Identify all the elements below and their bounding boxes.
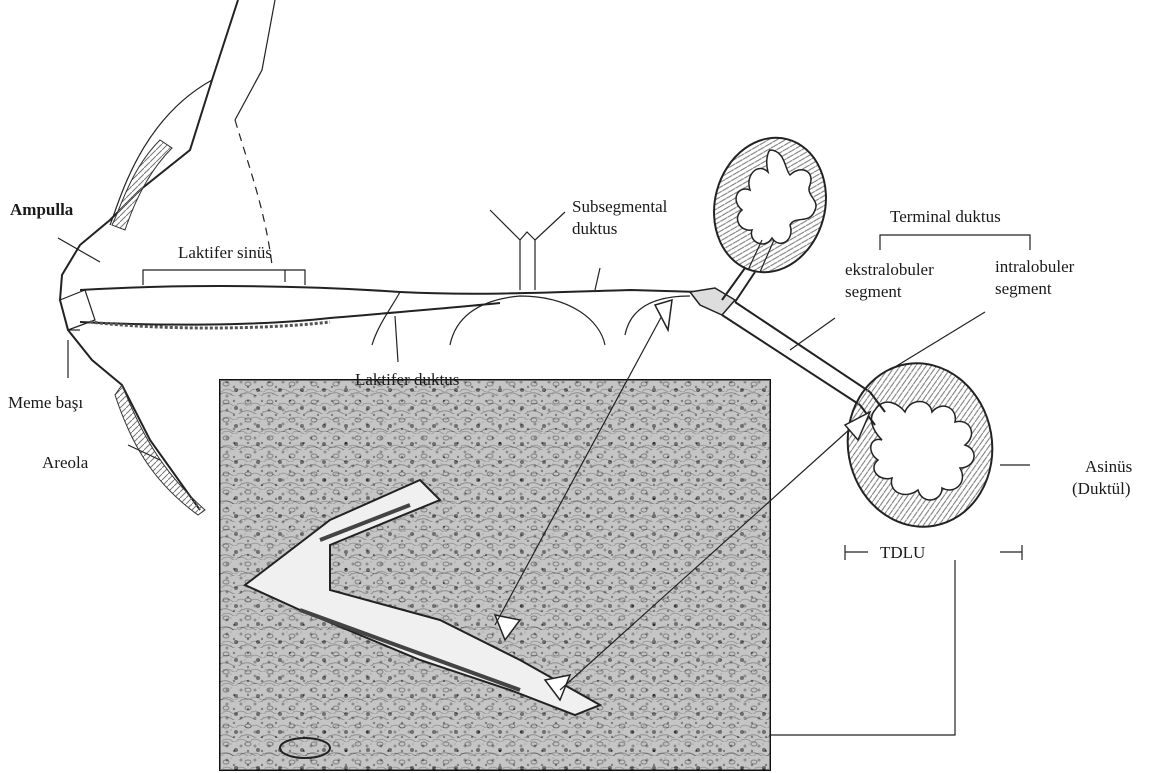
tdlu-label: TDLU [880, 543, 925, 562]
lower-lobule [835, 352, 1005, 539]
ekstralobuler-label-1: ekstralobuler [845, 260, 934, 279]
meme-basi-label: Meme başı [8, 393, 83, 412]
asinus-label-2: (Duktül) [1072, 479, 1131, 498]
ampulla-label: Ampulla [10, 200, 74, 219]
laktifer-duktus-label: Laktifer duktus [355, 370, 459, 389]
ekstralobuler-label-2: segment [845, 282, 902, 301]
areola-label: Areola [42, 453, 89, 472]
laktifer-sinus-bracket [143, 270, 305, 285]
intralobuler-label-1: intralobuler [995, 257, 1075, 276]
asinus-label-1: Asinüs [1085, 457, 1132, 476]
intralobuler-label-2: segment [995, 279, 1052, 298]
tdlu-bracket [845, 545, 1022, 560]
subsegmental-label-2: duktus [572, 219, 617, 238]
terminal-duktus-label: Terminal duktus [890, 207, 1001, 226]
laktifer-sinus-label: Laktifer sinüs [178, 243, 272, 262]
upper-lobule [699, 125, 840, 285]
terminal-duktus-bracket [880, 235, 1030, 250]
subsegmental-label-1: Subsegmental [572, 197, 668, 216]
